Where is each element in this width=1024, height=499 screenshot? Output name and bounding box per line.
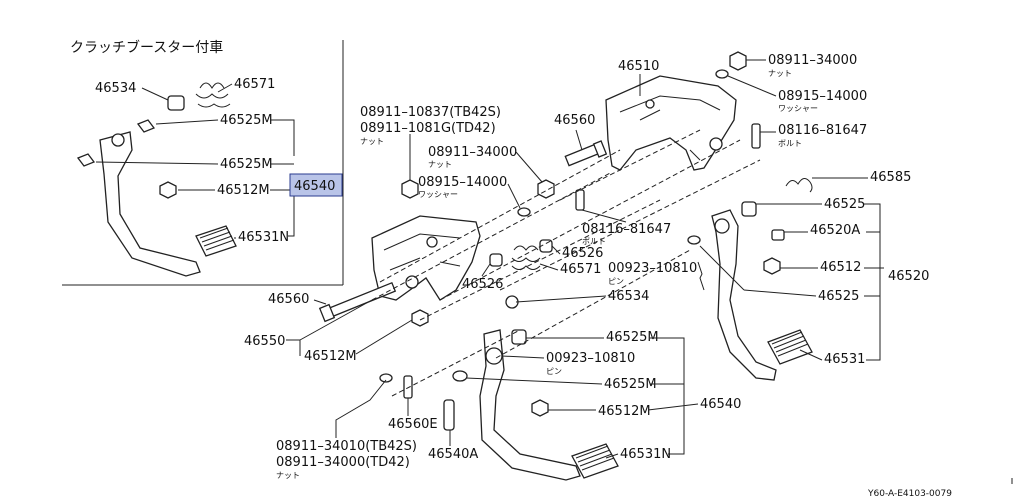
nut-08911-34000-top-icon [729,51,747,71]
washer-08915-14000-mid-icon [517,207,531,217]
bolt-46560e-icon [403,375,413,399]
collar-icon-2 [76,153,96,167]
inset-label-46512m: 46512M [217,183,270,198]
clutch-pedal-arm-icon [99,131,201,277]
label-46510: 46510 [618,59,659,74]
label-46534: 46534 [608,289,649,304]
label-00923-10810-mid-sub: ピン [546,367,562,376]
label-46512-r: 46512 [820,260,861,275]
label-46550: 46550 [244,334,285,349]
label-08911-34000-bot: 08911–34000(TD42) [276,455,410,470]
inset-label-46571: 46571 [234,77,275,92]
label-46525-r1: 46525 [824,197,865,212]
right-pedal-arm-icon [687,201,785,381]
stopper-46540a-icon [443,399,455,431]
washer-08915-14000-top-icon [715,69,729,79]
pedal-bracket-upper-icon [605,75,737,171]
inset-label-46531n: 46531N [238,230,289,245]
label-46560-left: 46560 [268,292,309,307]
inset-title: クラッチブースター付車 [70,39,223,56]
bolt-08116-81647-mid-icon [575,189,585,211]
label-46512m-mid: 46512M [598,404,651,419]
nut-08911-10837-icon [401,179,419,199]
label-46512m-left: 46512M [304,349,357,364]
label-46531n: 46531N [620,447,671,462]
inset-label-46525m-top: 46525M [220,113,273,128]
label-46520a: 46520A [810,223,860,238]
label-46526-a: 46526 [562,246,603,261]
label-08911-34000-mid-sub: ナット [428,160,452,169]
center-pedal-arm-icon [452,295,581,481]
center-pedal-pad-icon [571,443,619,479]
label-46560-top: 46560 [554,113,595,128]
label-08911-34000-bot-sub: ナット [276,471,300,480]
pedal-pad-icon [195,225,237,257]
nut-46512m-left-icon [411,309,429,327]
collar-46526-icon [489,253,503,267]
label-08911-10837: 08911–10837(TB42S) [360,105,501,120]
label-46525m-a: 46525M [606,330,659,345]
label-08116-81647-top-sub: ボルト [778,139,802,148]
label-46585: 46585 [870,170,911,185]
label-08911-34000-top: 08911–34000 [768,53,857,68]
label-00923-10810-mid: 00923–10810 [546,351,635,366]
label-08116-81647-mid-sub: ボルト [582,237,606,246]
label-00923-10810-top-sub: ピン [608,277,624,286]
nut-08911-34000-mid-icon [537,179,555,199]
label-08911-34000-mid: 08911–34000 [428,145,517,160]
label-46531-r: 46531 [824,352,865,367]
collar-icon [136,119,156,133]
washer-46560e-icon [379,373,393,383]
label-08915-14000-mid: 08915–14000 [418,175,507,190]
label-08911-1081g-sub: ナット [360,137,384,146]
label-08116-81647-top: 08116–81647 [778,123,867,138]
label-46540a: 46540A [428,447,478,462]
label-08915-14000-top-sub: ワッシャー [778,104,818,113]
bolt-08116-81647-top-icon [751,123,761,149]
label-08911-34010: 08911–34010(TB42S) [276,439,417,454]
bolt-46560-top-icon [564,140,608,167]
label-46560e: 46560E [388,417,438,432]
bolt-46560-left-icon [318,281,397,323]
bushing-icon [167,95,185,111]
label-46571: 46571 [560,262,601,277]
label-08911-34000-top-sub: ナット [768,69,792,78]
label-08915-14000-top: 08915–14000 [778,89,867,104]
right-pedal-pad-icon [767,329,813,365]
highlighted-part-box [289,173,343,197]
label-08915-14000-mid-sub: ワッシャー [418,190,458,199]
inset-panel: クラッチブースター付車 46534 46571 46525M 46525M 46… [62,39,344,286]
label-08911-1081g: 08911–1081G(TD42) [360,121,496,136]
reference-code: Y60-A-E4103-0079 [867,489,952,499]
inset-label-46525m-bottom: 46525M [220,157,273,172]
nut-icon [159,181,177,199]
inset-label-46540: 46540 [294,179,335,194]
return-spring-icon [195,82,231,108]
inset-label-46534: 46534 [95,81,136,96]
spring-46571-icon [511,245,541,270]
label-46525-r2: 46525 [818,289,859,304]
label-00923-10810-top: 00923–10810 [608,261,697,276]
label-46526-b: 46526 [462,277,503,292]
label-46520: 46520 [888,269,929,284]
label-46525m-b: 46525M [604,377,657,392]
pivot-icon [111,133,125,147]
return-spring-46585-icon [785,178,813,193]
label-46540: 46540 [700,397,741,412]
label-08116-81647-mid: 08116–81647 [582,222,671,237]
